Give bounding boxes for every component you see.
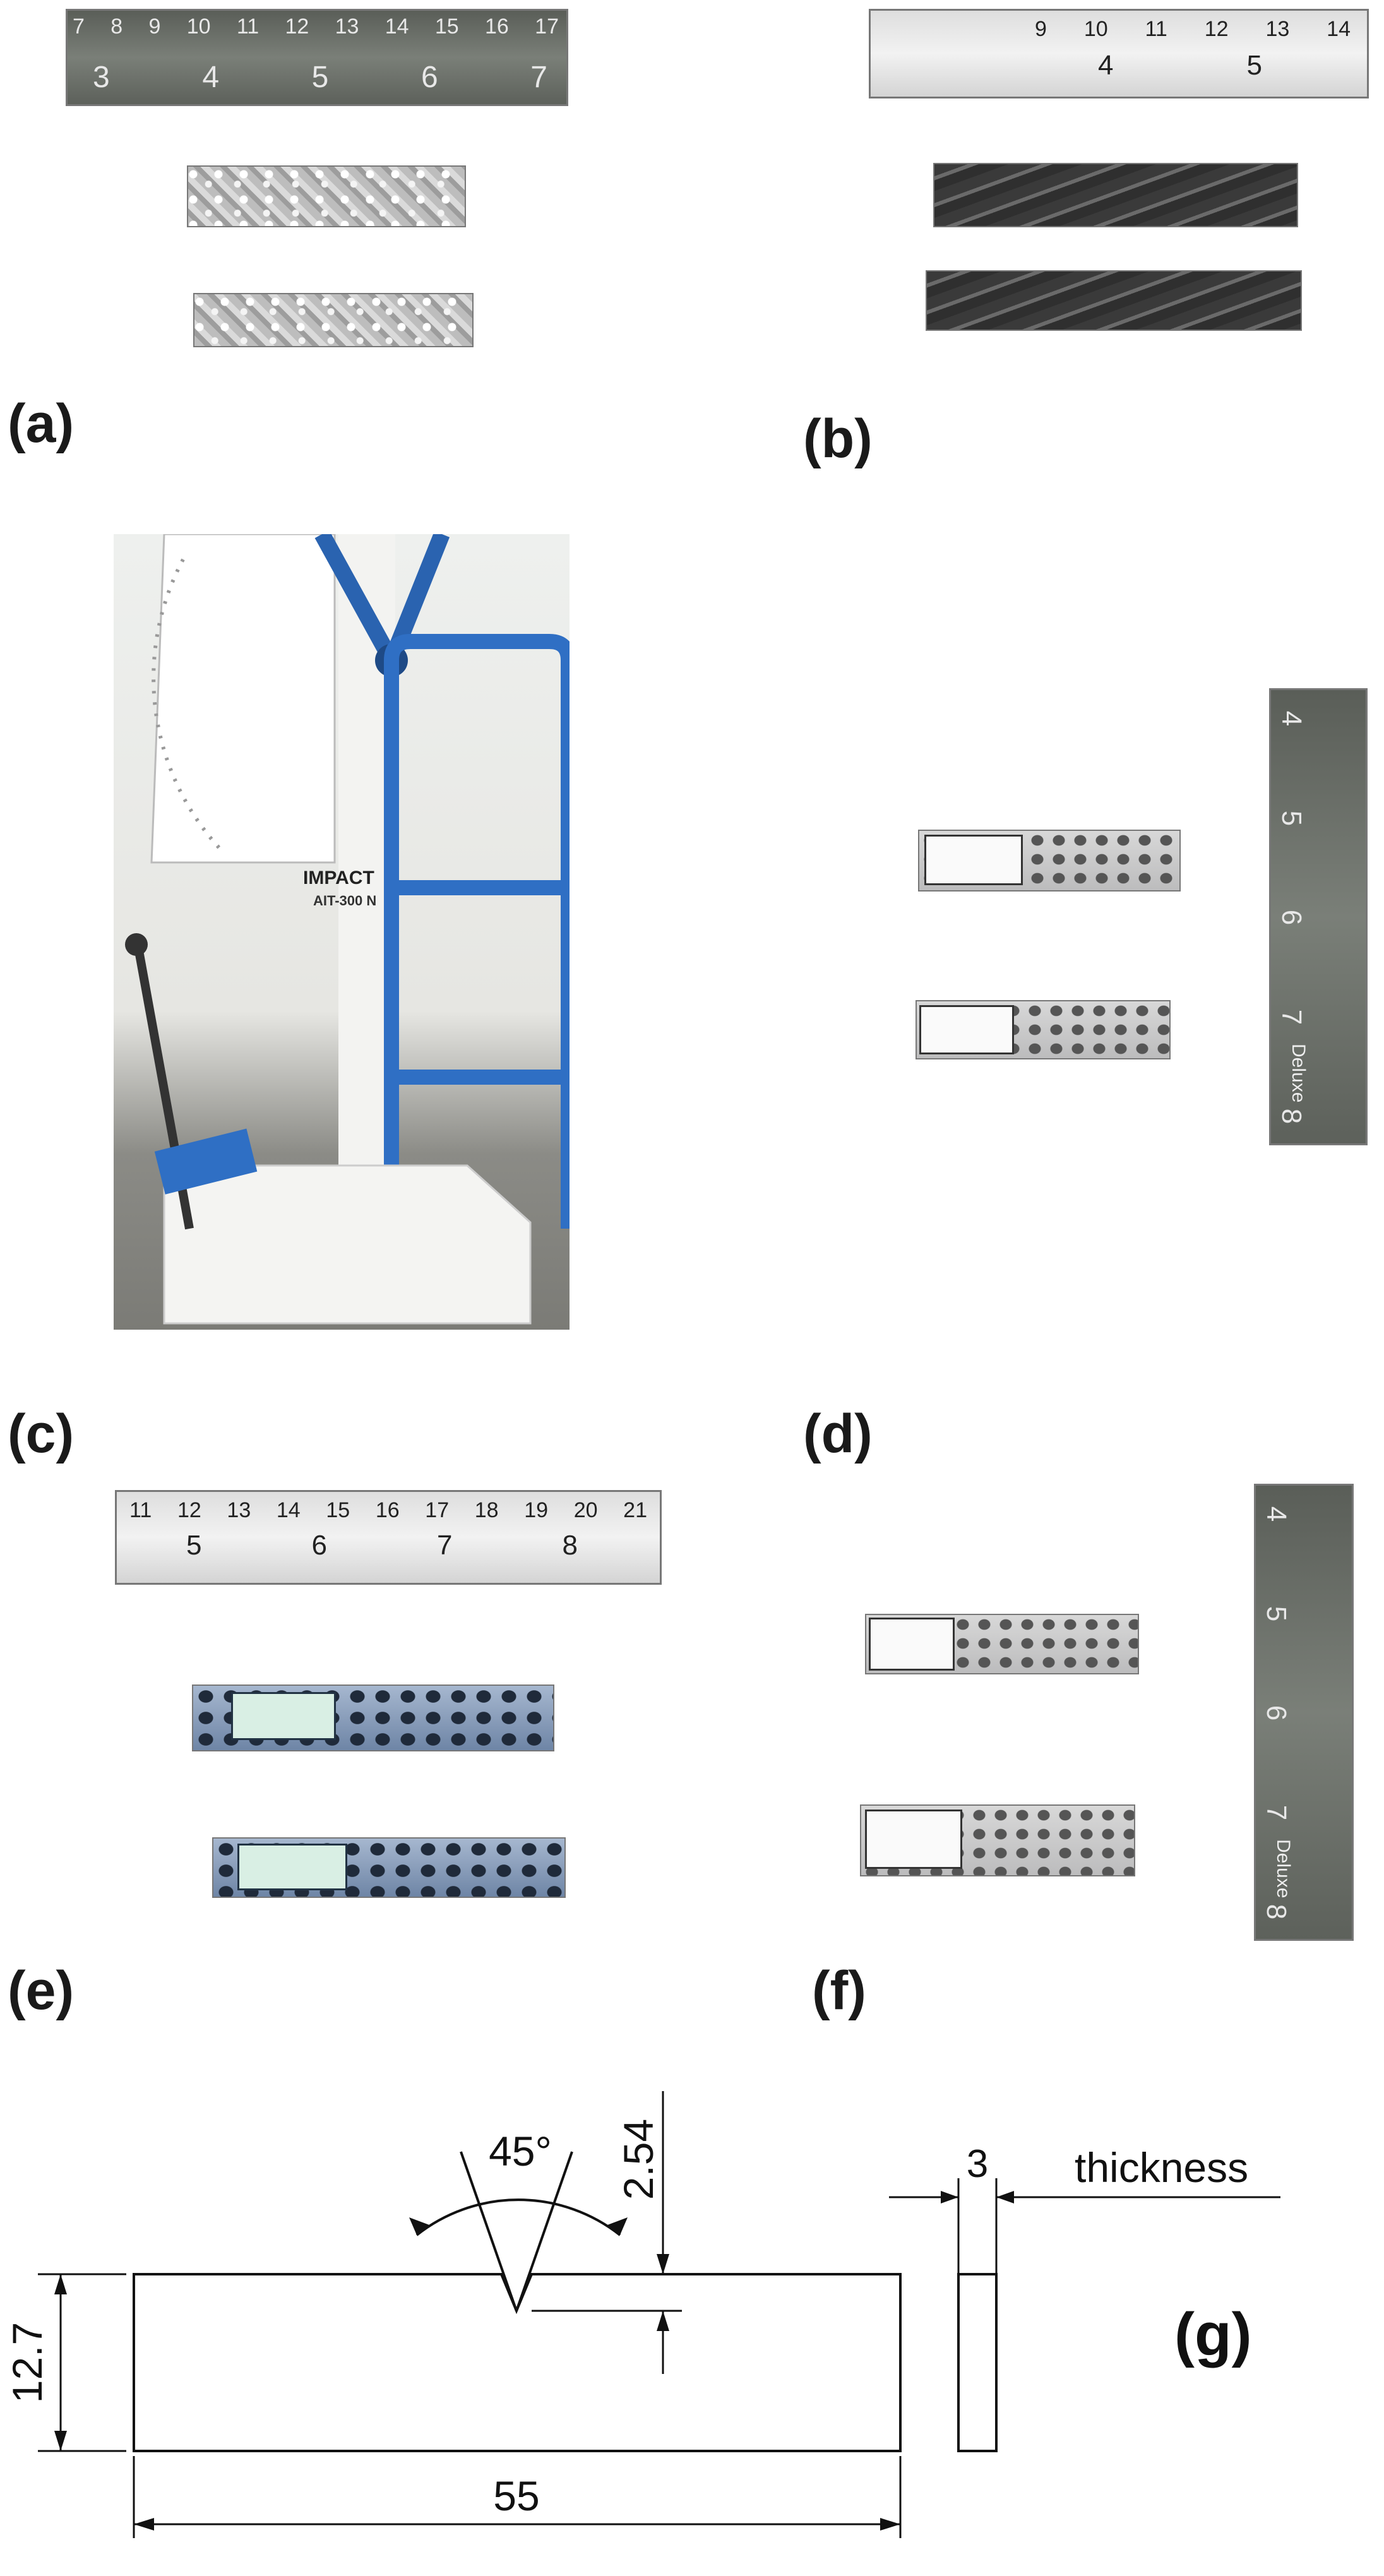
ruler-number: 15 [326, 1498, 350, 1522]
ruler-number: 20 [573, 1498, 598, 1522]
ruler-number: 3 [93, 61, 110, 94]
machine-brand-label: IMPACT [303, 868, 374, 888]
ruler-e-bottom-numbers: 5 6 7 8 [186, 1530, 578, 1561]
specimen-e-lower-tag [237, 1844, 347, 1890]
ruler-number: 6 [421, 61, 438, 94]
ruler-number: 8 [110, 15, 123, 39]
ruler-number: 13 [335, 15, 359, 39]
panel-label-g: (g) [1174, 2301, 1252, 2368]
specimen-b-notched [933, 163, 1298, 227]
thickness-value: 3 [967, 2142, 988, 2186]
ruler-number: 11 [1145, 17, 1167, 41]
ruler-number: 14 [276, 1498, 301, 1522]
ruler-number: 14 [1327, 17, 1351, 41]
ruler-number: 9 [1035, 17, 1047, 41]
ruler-number: 7 [1261, 1804, 1292, 1820]
ruler-b-bottom-numbers: 4 5 [1098, 50, 1262, 81]
ruler-number: 10 [1083, 17, 1108, 41]
ruler-e-top-numbers: 11 12 13 14 15 16 17 18 19 20 21 [129, 1498, 647, 1523]
specimen-outline [133, 2273, 902, 2452]
ruler-number: 15 [434, 15, 459, 39]
specimen-b-plain [926, 270, 1302, 331]
specimen-d-lower-tag [919, 1005, 1014, 1054]
ruler-a: 7 8 9 10 11 12 13 14 15 16 17 3 4 5 6 7 [66, 9, 568, 106]
ruler-number: 5 [311, 61, 329, 94]
ruler-number: 16 [485, 15, 509, 39]
ruler-number: 18 [474, 1498, 499, 1522]
ruler-number: 5 [1276, 810, 1308, 826]
ruler-number: 5 [1246, 50, 1262, 81]
specimen-dimension-drawing: 45° 2.54 12.7 55 3 thickness (g) [4, 2091, 1280, 2538]
ruler-number: 5 [186, 1530, 202, 1561]
notch-depth-label: 2.54 [615, 2119, 662, 2200]
ruler-number: 6 [1276, 909, 1308, 926]
ruler-f-brand: Deluxe [1273, 1839, 1294, 1899]
machine-model-label: AIT-300 N [313, 893, 377, 909]
panel-label-a: (a) [8, 393, 75, 454]
ruler-number: 12 [285, 15, 309, 39]
ruler-number: 5 [1261, 1606, 1292, 1621]
ruler-number: 16 [375, 1498, 400, 1522]
specimen-a-plain [193, 293, 474, 347]
ruler-number: 12 [177, 1498, 201, 1522]
thickness-label: thickness [1075, 2144, 1248, 2191]
ruler-number: 11 [129, 1498, 152, 1522]
length-label: 55 [493, 2472, 539, 2519]
ruler-number: 11 [236, 15, 260, 39]
panel-label-d: (d) [803, 1404, 873, 1464]
impact-tester-illustration [125, 534, 570, 1325]
ruler-number: 4 [1276, 710, 1308, 727]
specimen-e-upper-tag [231, 1692, 336, 1740]
specimen-side-view [957, 2273, 998, 2452]
ruler-number: 21 [623, 1498, 647, 1522]
impact-tester-photo: IMPACT AIT-300 N [114, 534, 570, 1330]
panel-label-f: (f) [812, 1960, 866, 2021]
ruler-b: 9 10 11 12 13 14 4 5 [869, 9, 1369, 98]
ruler-number: 10 [186, 15, 211, 39]
ruler-a-bottom-numbers: 3 4 5 6 7 [93, 60, 547, 95]
ruler-d-brand: Deluxe [1288, 1044, 1309, 1103]
specimen-f-upper-tag [869, 1618, 955, 1671]
notch-angle-label: 45° [489, 2128, 552, 2174]
ruler-e: 11 12 13 14 15 16 17 18 19 20 21 5 6 7 8 [115, 1490, 662, 1585]
notch-angle-arc [415, 2198, 621, 2236]
ruler-number: 8 [1276, 1108, 1308, 1124]
specimen-f-lower-tag [865, 1810, 962, 1869]
height-label: 12.7 [4, 2322, 51, 2403]
specimen-d-upper-tag [924, 835, 1023, 885]
ruler-number: 7 [437, 1530, 453, 1561]
ruler-b-top-numbers: 9 10 11 12 13 14 [1035, 17, 1351, 42]
ruler-number: 7 [530, 61, 547, 94]
ruler-number: 6 [311, 1530, 327, 1561]
ruler-number: 7 [1276, 1009, 1308, 1025]
ruler-number: 7 [73, 15, 85, 39]
ruler-a-top-numbers: 7 8 9 10 11 12 13 14 15 16 17 [73, 15, 559, 39]
ruler-number: 14 [385, 15, 409, 39]
ruler-number: 13 [227, 1498, 251, 1522]
ruler-number: 17 [535, 15, 559, 39]
ruler-number: 12 [1204, 17, 1229, 41]
ruler-number: 6 [1261, 1705, 1292, 1721]
ruler-number: 13 [1265, 17, 1290, 41]
ruler-d-vertical: 4 5 6 7 8 Deluxe [1269, 688, 1368, 1145]
specimen-a-notched [187, 165, 466, 227]
panel-label-b: (b) [803, 408, 873, 469]
ruler-f-vertical: 4 5 6 7 8 Deluxe [1254, 1484, 1354, 1941]
ruler-number: 17 [425, 1498, 450, 1522]
ruler-number: 9 [148, 15, 161, 39]
ruler-number: 19 [524, 1498, 549, 1522]
ruler-number: 4 [1098, 50, 1114, 81]
ruler-number: 4 [202, 61, 220, 94]
ruler-number: 4 [1261, 1506, 1292, 1522]
ruler-number: 8 [1261, 1904, 1292, 1920]
panel-label-c: (c) [8, 1404, 75, 1464]
panel-label-e: (e) [8, 1960, 75, 2021]
ruler-number: 8 [562, 1530, 578, 1561]
